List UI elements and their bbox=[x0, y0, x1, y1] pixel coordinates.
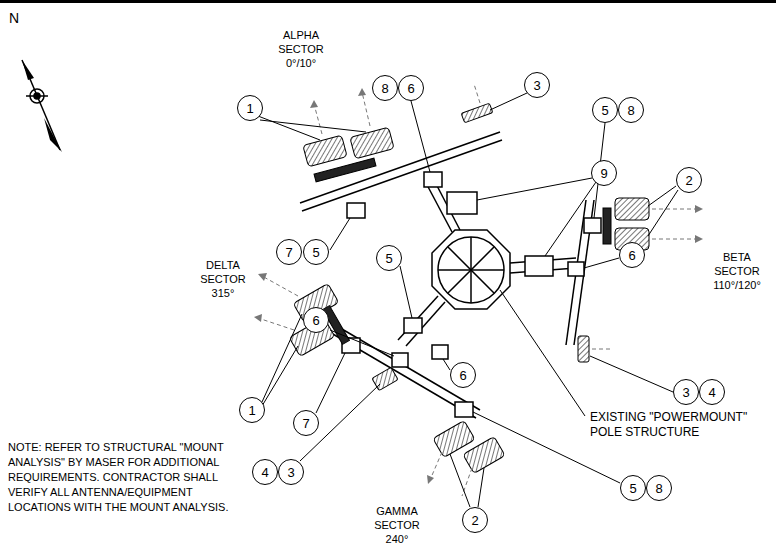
callout-text: 5 bbox=[601, 104, 608, 117]
callout-number: 3 bbox=[673, 379, 699, 405]
callout-text: 8 bbox=[627, 104, 634, 117]
structure-label: EXISTING "POWERMOUNT" POLE STRUCTURE bbox=[590, 410, 770, 440]
callout-text: 1 bbox=[246, 102, 253, 115]
callout-text: 3 bbox=[682, 386, 689, 399]
sector-label: ALPHA SECTOR 0°/10° bbox=[270, 28, 332, 70]
callout-number: 8 bbox=[618, 97, 644, 123]
sector-label: BETA SECTOR 110°/120° bbox=[705, 250, 769, 292]
north-label: N bbox=[9, 10, 23, 26]
sector-label: DELTA SECTOR 315° bbox=[192, 258, 254, 300]
callout-number: 6 bbox=[619, 242, 645, 268]
callout-text: 7 bbox=[302, 417, 309, 430]
callout-number: 2 bbox=[676, 167, 702, 193]
callout-number: 6 bbox=[450, 362, 476, 388]
callout-text: 5 bbox=[385, 252, 392, 265]
callout-number: 5 bbox=[620, 475, 646, 501]
callout-number: 7 bbox=[276, 239, 302, 265]
callout-number: 6 bbox=[398, 75, 424, 101]
callout-number: 6 bbox=[303, 307, 329, 333]
callout-number: 2 bbox=[462, 507, 488, 533]
callout-number: 8 bbox=[372, 75, 398, 101]
callout-number: 1 bbox=[239, 397, 265, 423]
callout-text: 6 bbox=[407, 82, 414, 95]
callout-text: 8 bbox=[655, 482, 662, 495]
callout-number: 9 bbox=[591, 160, 617, 186]
callout-text: 2 bbox=[471, 514, 478, 527]
callout-text: 5 bbox=[629, 482, 636, 495]
callout-number: 7 bbox=[293, 410, 319, 436]
callout-text: 7 bbox=[285, 246, 292, 259]
callout-text: 6 bbox=[312, 314, 319, 327]
callout-number: 4 bbox=[252, 459, 278, 485]
callout-text: 5 bbox=[312, 246, 319, 259]
callout-number: 3 bbox=[278, 459, 304, 485]
general-note: NOTE: REFER TO STRUCTURAL "MOUNT ANALYSI… bbox=[8, 440, 240, 515]
callout-number: 3 bbox=[524, 72, 550, 98]
callout-text: 4 bbox=[708, 386, 715, 399]
callout-text: 1 bbox=[248, 404, 255, 417]
callout-text: 3 bbox=[287, 466, 294, 479]
callout-text: 3 bbox=[533, 79, 540, 92]
callout-text: 9 bbox=[600, 167, 607, 180]
callout-number: 1 bbox=[237, 95, 263, 121]
callout-number: 5 bbox=[376, 245, 402, 271]
callout-number: 4 bbox=[699, 379, 725, 405]
sector-label: GAMMA SECTOR 240° bbox=[366, 504, 428, 546]
callout-number: 5 bbox=[303, 239, 329, 265]
callout-text: 4 bbox=[261, 466, 268, 479]
callout-text: 6 bbox=[628, 249, 635, 262]
callout-text: 8 bbox=[381, 82, 388, 95]
callout-number: 5 bbox=[592, 97, 618, 123]
callout-text: 2 bbox=[685, 174, 692, 187]
callout-number: 8 bbox=[646, 475, 672, 501]
callout-text: 6 bbox=[459, 369, 466, 382]
